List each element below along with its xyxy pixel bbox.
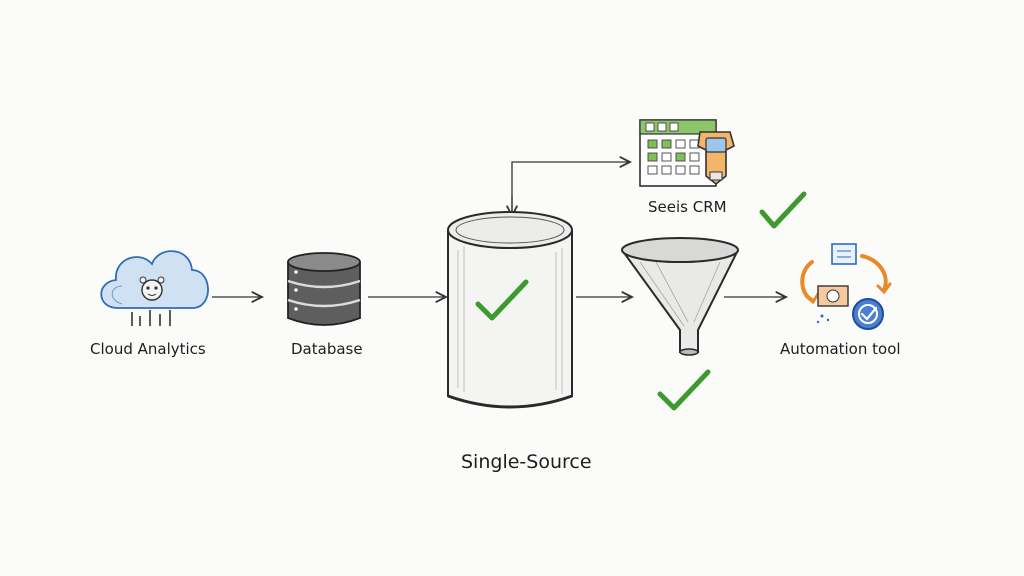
crm-calendar-icon: [639, 119, 717, 187]
automation-tool-label: Automation tool: [780, 340, 901, 358]
single-source-label: Single-Source: [461, 451, 592, 473]
database-label: Database: [291, 340, 363, 358]
automation-tool-icon: [800, 243, 892, 330]
cloud-analytics-icon: [100, 250, 209, 326]
funnel-icon: [621, 237, 739, 356]
check-icon: [657, 369, 711, 411]
check-icon: [759, 191, 807, 229]
database-icon: [287, 252, 361, 326]
crm-label: Seeis CRM: [648, 198, 727, 216]
cloud-analytics-label: Cloud Analytics: [90, 340, 206, 358]
handheld-scanner-icon: [697, 131, 735, 186]
single-source-cylinder: [447, 211, 573, 409]
arrow-crm-to-source: [511, 162, 630, 215]
check-icon: [475, 279, 529, 321]
